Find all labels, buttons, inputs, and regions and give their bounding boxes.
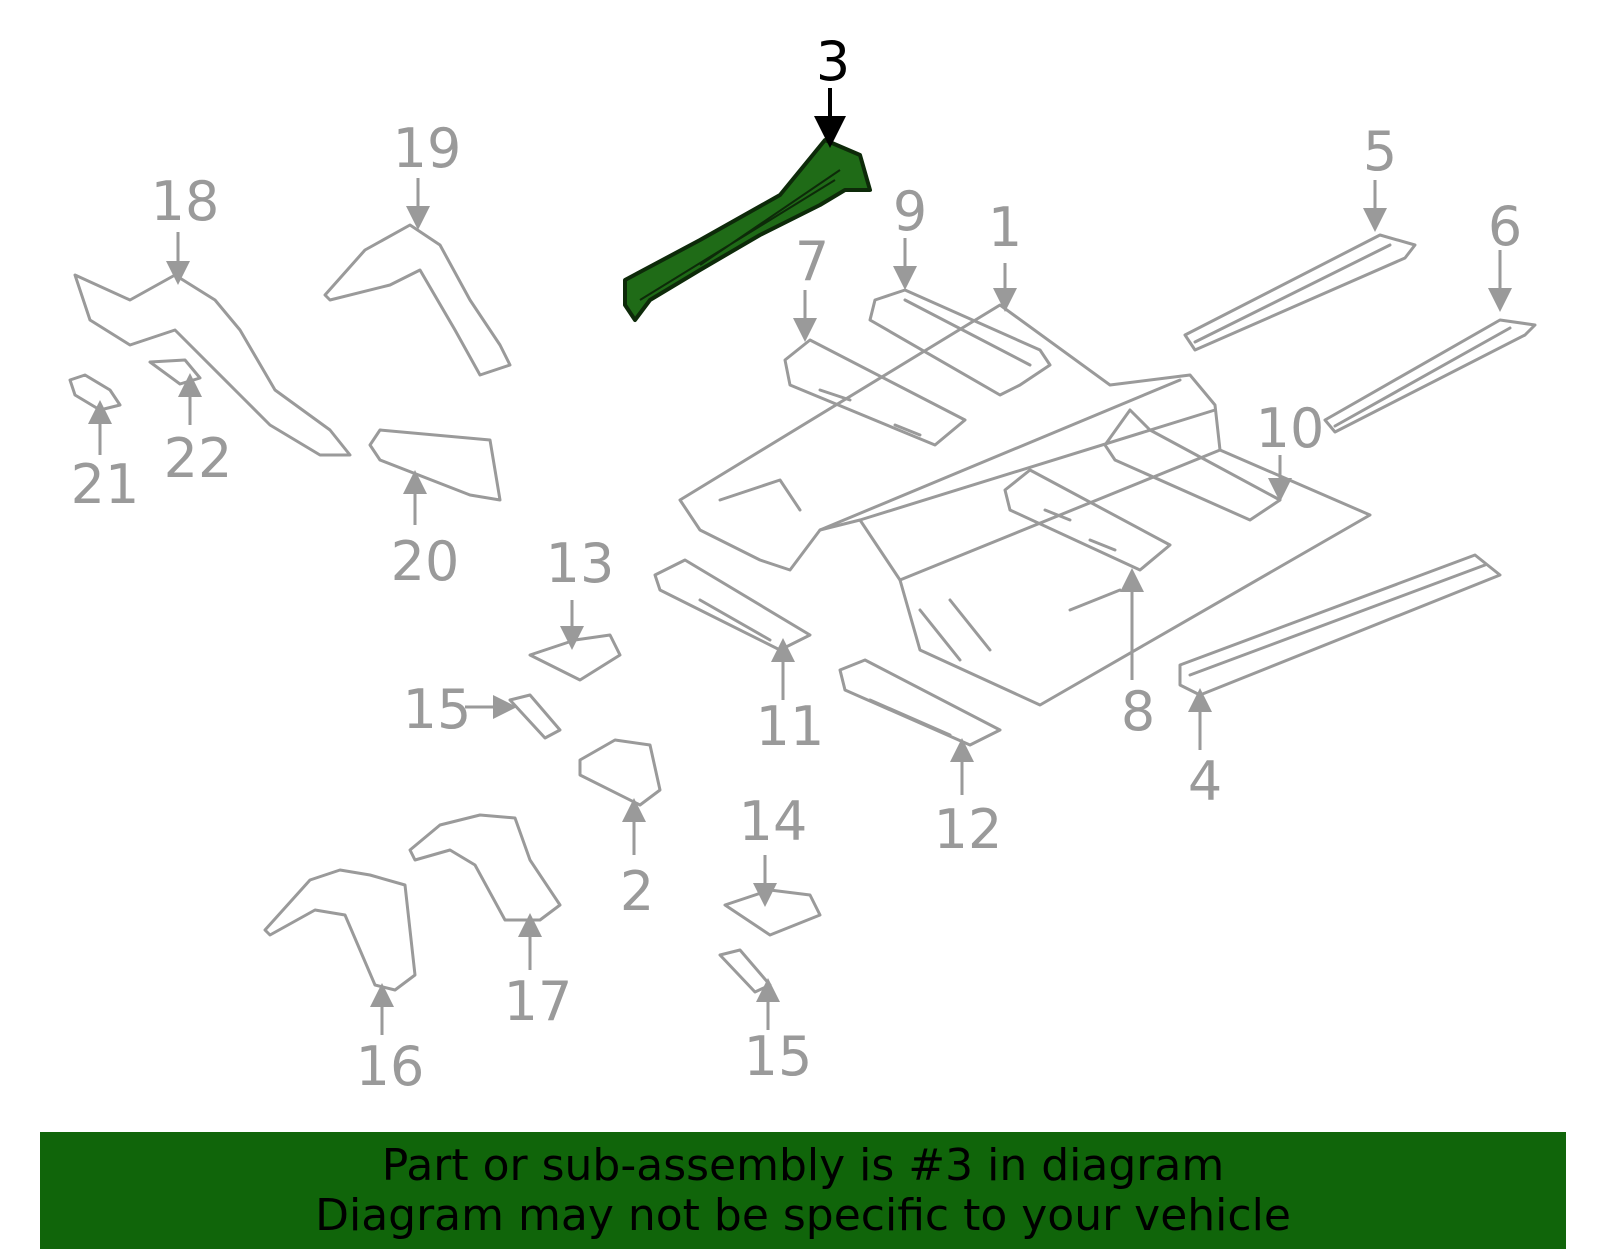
part-21-bracket — [68, 373, 122, 412]
part-19-wheelhouse — [323, 223, 512, 377]
parts-diagram: 1 2 3 4 5 6 7 8 9 10 11 12 13 14 15 15 1… — [68, 30, 1537, 1098]
banner-line-disclaimer: Diagram may not be specific to your vehi… — [315, 1189, 1291, 1241]
callout-20: 20 — [391, 530, 460, 593]
part-1-ribs — [718, 478, 1122, 662]
callout-1: 1 — [988, 196, 1022, 259]
callout-18: 18 — [151, 170, 220, 233]
part-15-upper-bracket — [508, 693, 562, 740]
part-13-bracket — [528, 633, 622, 682]
callout-3: 3 — [816, 30, 850, 93]
callout-12: 12 — [934, 798, 1003, 861]
callout-5: 5 — [1363, 120, 1397, 183]
part-17-wheelhouse — [408, 813, 562, 922]
callout-2: 2 — [620, 860, 654, 923]
part-12-crossmember — [838, 658, 1002, 747]
part-4-rocker — [1178, 553, 1502, 697]
banner-line-part-number: Part or sub-assembly is #3 in diagram — [381, 1139, 1225, 1191]
part-22-bracket — [148, 358, 202, 386]
callout-10: 10 — [1256, 397, 1325, 460]
part-9-crossmember — [868, 288, 1052, 397]
callout-13: 13 — [546, 532, 615, 595]
part-3-highlighted — [623, 138, 872, 322]
part-11-crossmember — [653, 558, 812, 652]
callout-14: 14 — [739, 790, 808, 853]
part-15-lower-bracket — [718, 948, 772, 994]
callout-7: 7 — [795, 230, 829, 293]
callout-4: 4 — [1188, 750, 1222, 813]
part-7-crossmember — [783, 338, 967, 447]
callout-22: 22 — [164, 427, 233, 490]
callout-labels: 1 2 3 4 5 6 7 8 9 10 11 12 13 14 15 15 1… — [71, 30, 1523, 1098]
callout-16: 16 — [356, 1035, 425, 1098]
part-14-bracket — [723, 888, 822, 937]
callout-11: 11 — [756, 695, 825, 758]
callout-21: 21 — [71, 453, 140, 516]
callout-6: 6 — [1488, 195, 1522, 258]
info-banner: Part or sub-assembly is #3 in diagram Di… — [40, 1132, 1566, 1249]
part-8-crossmember — [1003, 468, 1172, 572]
part-16-wheelhouse — [263, 868, 417, 992]
leader-arrows — [88, 178, 1512, 1035]
callout-8: 8 — [1121, 680, 1155, 743]
callout-19: 19 — [393, 117, 462, 180]
callout-15-upper: 15 — [403, 678, 472, 741]
part-20-bracket — [368, 428, 502, 502]
callout-15-lower: 15 — [744, 1025, 813, 1088]
part-1-floor-pan — [678, 303, 1372, 707]
callout-9: 9 — [893, 180, 927, 243]
part-6-rail — [1323, 318, 1537, 434]
callout-17: 17 — [504, 970, 573, 1033]
part-outlines — [68, 223, 1537, 994]
part-2-bracket — [578, 738, 662, 807]
part-5-rail — [1183, 233, 1417, 352]
